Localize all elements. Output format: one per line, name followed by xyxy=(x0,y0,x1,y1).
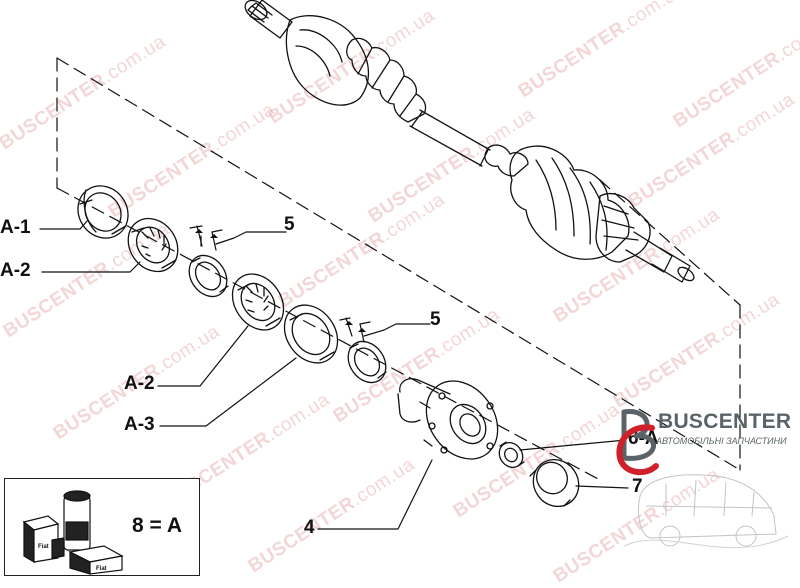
callout-4: 4 xyxy=(304,517,315,538)
seal-a3 xyxy=(283,304,339,364)
callout-7: 7 xyxy=(632,476,643,497)
hub-nut xyxy=(498,441,525,469)
wheel-hub xyxy=(397,378,499,460)
callout-a3: A-3 xyxy=(124,414,155,435)
callout-a2-left: A-2 xyxy=(0,260,31,281)
seal-a1 xyxy=(77,185,129,239)
kit-equation: 8 = A xyxy=(132,514,182,537)
spacer-ring-upper xyxy=(188,254,229,298)
callout-5-upper: 5 xyxy=(284,214,295,235)
spacer-ring-lower xyxy=(347,340,387,384)
kit-can-label: Fiat xyxy=(72,514,83,520)
callout-a1: A-1 xyxy=(0,217,31,238)
logo-subtitle: АВТОМОБІЛЬНІ ЗАПЧАСТИНИ xyxy=(656,436,787,446)
callout-5-lower: 5 xyxy=(430,309,441,330)
logo-graphic xyxy=(616,409,789,549)
buscenter-logo: BUSCENTER АВТОМОБІЛЬНІ ЗАПЧАСТИНИ xyxy=(606,396,796,566)
kit-box-label: Fiat xyxy=(96,566,107,572)
callout-a2-mid: A-2 xyxy=(124,373,155,394)
kit-illustration: Fiat Fiat Fiat xyxy=(22,490,124,575)
bearing-a2-lower xyxy=(231,273,285,331)
hub-cap xyxy=(529,458,580,508)
logo-brand-name: BUSCENTER xyxy=(658,410,792,433)
bearing-a2-upper xyxy=(127,217,179,273)
drive-shaft xyxy=(244,0,695,283)
leader-lines xyxy=(39,219,629,530)
shim-marks xyxy=(195,229,366,332)
kit-box-label: Fiat xyxy=(38,544,49,550)
